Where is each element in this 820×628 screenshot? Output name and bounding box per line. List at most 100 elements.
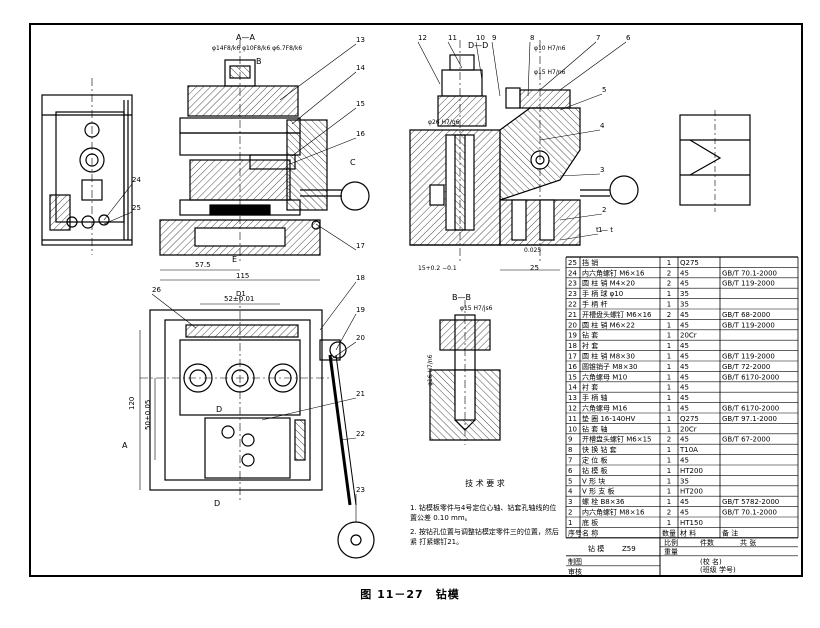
bom-cell-name: 圆 柱 销 M4×20 [582,279,635,288]
balloon-24: 24 [132,176,141,184]
bom-cell-material: 45 [680,509,689,517]
bom-cell-name: 圆 柱 销 M8×30 [582,352,635,361]
bom-cell-material: HT200 [680,488,703,496]
figure-caption: 图 11－27 钻模 [360,588,460,601]
balloon-leader [319,281,357,331]
balloon-leader [335,313,357,351]
balloon-leader [559,213,603,221]
bom-cell-qty: 1 [667,477,671,485]
left-side-view [41,78,133,255]
balloon-leader [559,93,603,111]
bom-cell-remark: GB/T 119-2000 [722,280,775,288]
bom-cell-name: 垫 圈 16-140HV [582,414,636,423]
balloon-4: 4 [600,122,605,130]
bom-cell-remark: GB/T 97.1-2000 [722,415,777,423]
balloon-leader [539,129,601,141]
balloon-leader [279,43,357,101]
balloon-12: 12 [418,34,427,42]
section-view-bb [429,300,501,445]
balloon-6: 6 [626,34,631,42]
bom-cell-material: 45 [680,384,689,392]
bom-cell-qty: 1 [667,384,671,392]
label-a: A [122,441,128,450]
balloon-leader [291,107,357,157]
bom-cell-qty: 1 [667,321,671,329]
bom-cell-no: 16 [568,363,577,371]
phi26-tolerance: φ26 H7/g6 [428,119,460,126]
bom-cell-remark: GB/T 70.1-2000 [722,509,777,517]
bom-cell-name: 开槽盘头螺钉 M6×16 [582,310,652,319]
bom-cell-qty: 1 [667,446,671,454]
title-block-checked-label: 审核 [568,567,582,576]
bom-cell-material: Q275 [680,259,699,267]
bom-cell-name: 钻 模 板 [582,466,607,475]
dim-120: 120 [128,397,136,410]
label-b: B [256,57,262,66]
section-dd-label: D—D [468,41,488,50]
bom-cell-no: 10 [568,425,577,433]
bom-cell-material: 45 [680,457,689,465]
bom-cell-material: Q275 [680,415,699,423]
bom-cell-qty: 1 [667,425,671,433]
bom-cell-no: 23 [568,280,577,288]
bom-cell-name: 底 板 [582,518,598,527]
bom-cell-no: 14 [568,384,577,392]
bom-cell-no: 13 [568,394,577,402]
balloon-leader [447,41,463,69]
bom-cell-qty: 1 [667,290,671,298]
bom-cell-name: 手 柄 球 φ10 [582,289,623,298]
bom-cell-no: 17 [568,353,577,361]
bom-cell-name: 手 柄 轴 [582,393,607,402]
dim-25: 25 [530,264,539,272]
bom-cell-no: 20 [568,321,577,329]
bom-cell-no: 4 [568,488,573,496]
balloon-5: 5 [602,86,606,94]
bom-cell-no: 19 [568,332,577,340]
balloon-leader [329,341,357,361]
bom-cell-no: 1 [568,519,572,527]
title-block-ratio-label: 比例 [664,538,678,547]
section-bb-label: B—B [452,293,471,302]
bom-cell-no: 18 [568,342,577,350]
balloon-16: 16 [356,130,365,138]
bom-cell-no: 11 [568,415,577,423]
balloon-19: 19 [356,306,365,314]
title-block-count-label: 件数 [700,538,714,547]
dim-50: 50±0.05 [144,400,152,430]
bom-cell-qty: 2 [667,436,671,444]
bom-cell-name: 内六角螺钉 M8×16 [582,508,645,517]
balloon-11: 11 [448,34,457,42]
balloon-7: 7 [596,34,600,42]
bom-cell-material: 45 [680,373,689,381]
bom-cell-remark: GB/T 5782-2000 [722,498,779,506]
bom-cell-name: 钻 套 [582,331,598,340]
bom-cell-name: 定 位 板 [582,456,607,465]
bom-cell-material: 45 [680,394,689,402]
bom-cell-qty: 1 [667,342,671,350]
balloon-leader [103,211,133,225]
bom-cell-qty: 1 [667,394,671,402]
balloon-leader [315,223,357,251]
bom-header-cell: 名 称 [582,528,598,537]
tech-requirements-title: 技 术 要 求 [465,479,505,488]
bom-cell-remark: GB/T 6170-2000 [722,405,779,413]
bom-cell-qty: 2 [667,311,671,319]
bom-cell-material: 45 [680,363,689,371]
bom-cell-remark: GB/T 6170-2000 [722,373,779,381]
label-d1: D1 [236,290,246,298]
bom-cell-material: HT200 [680,467,703,475]
bom-cell-material: 45 [680,498,689,506]
bom-cell-material: 35 [680,301,689,309]
bom-cell-qty: 1 [667,373,671,381]
balloon-leader [291,71,357,125]
bom-cell-name: 钻 套 轴 [582,424,607,433]
bom-cell-name: V 形 支 板 [582,487,614,496]
bom-cell-material: 45 [680,321,689,329]
tech-requirement-2: 2. 按钻孔位置与调整钻模定零件三的位置，然后紧 打紧螺钉21。 [410,528,559,546]
bom-cell-no: 12 [568,405,577,413]
section-aa-tolerance: φ14F8/k6 φ10F8/k6 φ6.7F8/k6 [212,45,302,52]
dd-tolerance-1: φ10 H7/n6 [534,45,566,52]
bom-cell-name: 六角螺母 M16 [582,404,628,413]
balloon-18: 18 [356,274,365,282]
